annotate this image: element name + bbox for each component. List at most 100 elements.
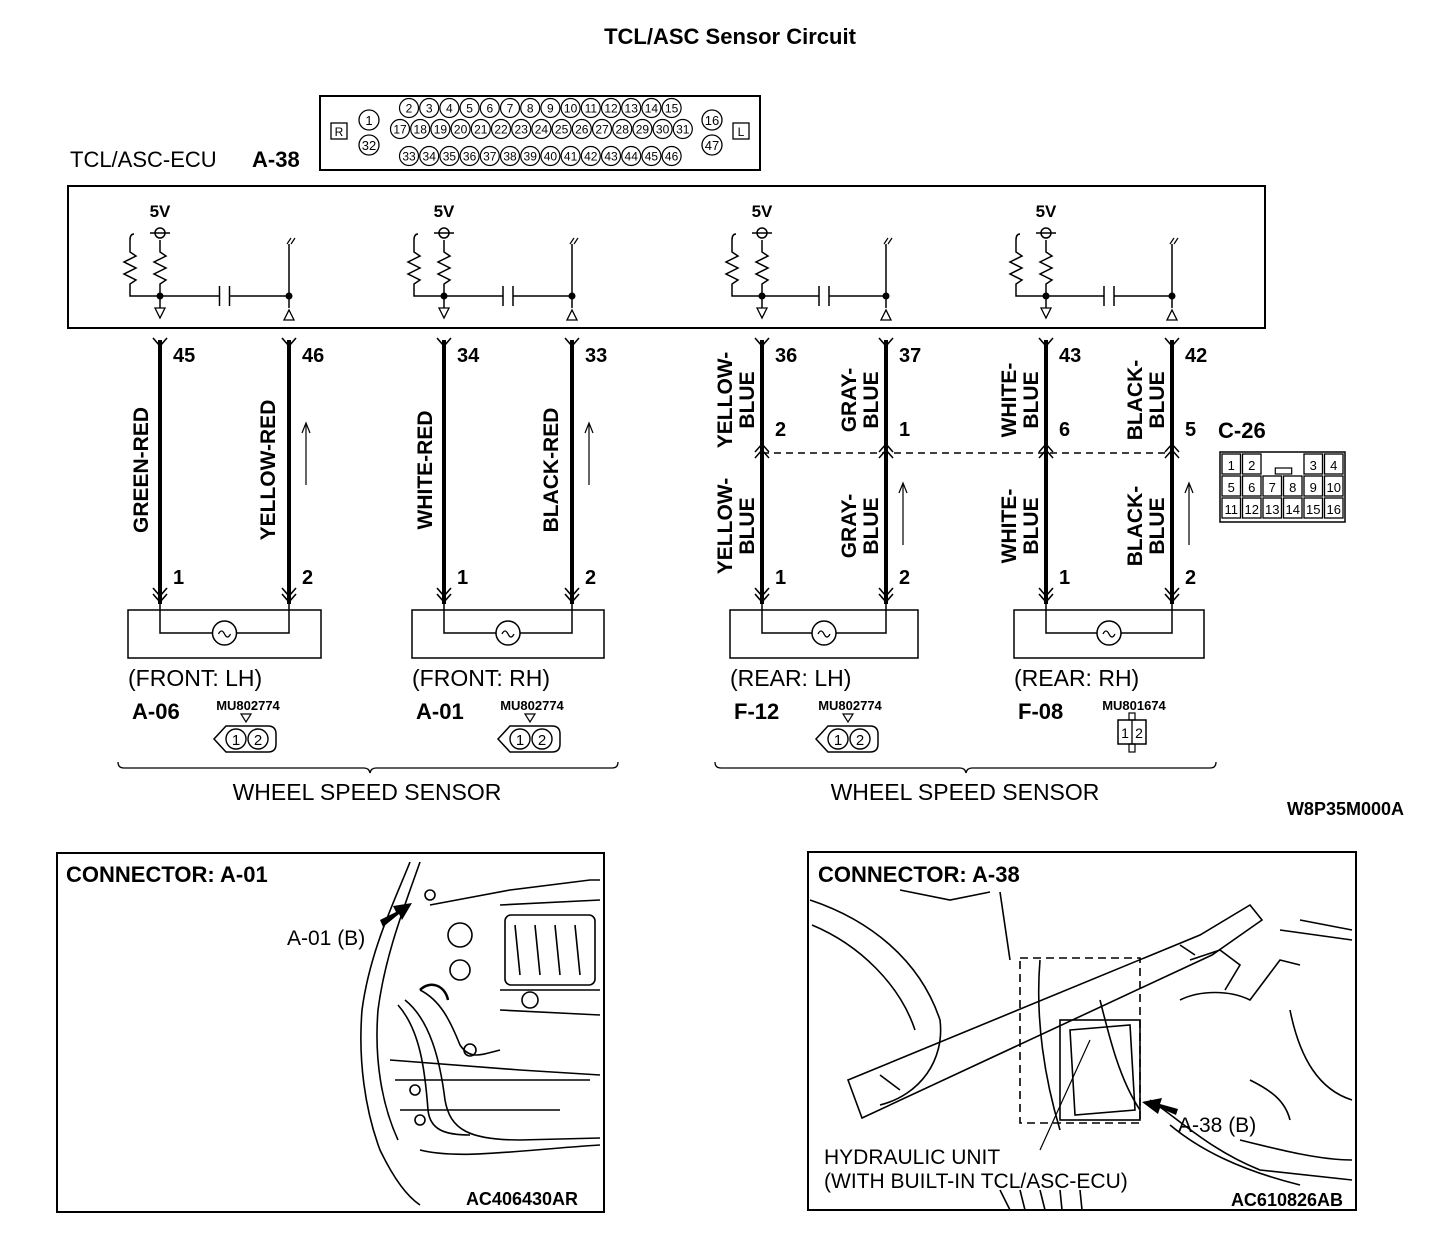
wire-color-label: BLUE <box>1146 497 1169 554</box>
junction-connector-pin-icon <box>1038 442 1054 459</box>
sensor-coil-icon <box>1096 620 1122 646</box>
ecu-pin-label: 33 <box>585 345 607 367</box>
ecu-pin-16: 16 <box>705 113 719 128</box>
wire-color-label: BLACK- <box>1124 360 1147 440</box>
ecu-pin-number: 36 <box>463 150 477 164</box>
ecu-pin-number: 39 <box>524 150 538 164</box>
sensor-coil-icon <box>211 620 238 646</box>
ecu-pin-circle <box>450 118 471 140</box>
ecu-pin-number: 46 <box>665 150 679 164</box>
ecu-pin-circle <box>600 145 622 167</box>
sensor-pin-label: 1 <box>173 567 184 589</box>
panel-left-callout: A-01 (B) <box>287 927 365 950</box>
ecu-pin-number: 15 <box>665 102 679 116</box>
connector-pin-icon <box>878 337 894 348</box>
wire-color-label: WHITE-RED <box>414 411 437 530</box>
supply-voltage-label: 5V <box>150 202 171 221</box>
ecu-pin-circle <box>398 97 420 119</box>
ecu-pin-number: 31 <box>676 123 690 137</box>
ecu-pin-number: 45 <box>645 150 659 164</box>
ecu-pin-circle <box>479 145 500 167</box>
side-r-label: R <box>335 125 344 139</box>
connector-pin-icon <box>1164 587 1180 604</box>
output-triangle-icon <box>153 307 167 320</box>
ecu-pin-circle <box>540 145 561 167</box>
ecu-pin-label: 43 <box>1059 345 1081 367</box>
wire-color-label: BLACK- <box>1124 486 1147 566</box>
joint-connector-pin: 6 <box>1248 480 1255 495</box>
ecu-pin-number: 25 <box>555 123 569 137</box>
joint-connector-pin: 9 <box>1310 480 1317 495</box>
joint-connector-pin: 1 <box>1228 458 1235 473</box>
connector-pin-number: 1 <box>1121 725 1129 741</box>
panel-left-heading: CONNECTOR: A-01 <box>66 862 268 887</box>
joint-connector-pin: 7 <box>1269 480 1276 495</box>
wire-color-label: YELLOW- <box>714 478 737 574</box>
bias-resistor-icon <box>406 233 444 297</box>
sensor-connector-id: F-12 <box>734 699 779 724</box>
connector-pin-icon <box>281 587 297 604</box>
ecu-pin-circle <box>641 145 662 167</box>
wire-color-label: BLUE <box>860 371 883 428</box>
connector-pin-icon <box>754 587 770 604</box>
ecu-pin-number: 43 <box>604 150 618 164</box>
wire-color-label: GRAY- <box>838 494 861 559</box>
wheel-speed-sensor-box <box>127 609 322 659</box>
connector-part-number: MU802774 <box>216 698 280 713</box>
bias-resistor-icon <box>724 233 762 297</box>
junction-pin-label: 2 <box>775 419 786 441</box>
input-triangle-icon <box>282 308 296 321</box>
ecu-pin-circle <box>621 145 642 167</box>
sensor-coil-icon <box>811 620 837 646</box>
supply-voltage-label: 5V <box>1036 202 1057 221</box>
ecu-pin-number: 35 <box>443 150 457 164</box>
connector-latch-icon <box>1274 467 1293 475</box>
ecu-pin-circle <box>661 145 682 167</box>
ecu-pin-number: 18 <box>414 123 428 137</box>
ecu-pin-number: 28 <box>616 123 630 137</box>
ecu-pin-circle <box>389 118 411 140</box>
ecu-pin-number: 30 <box>656 123 670 137</box>
wire-color-label: BLUE <box>1020 371 1043 428</box>
sensor-connector-id: A-06 <box>132 699 180 724</box>
sensor-pin-label: 2 <box>585 567 596 589</box>
pullup-resistor-icon <box>754 240 770 296</box>
callout-arrow-icon <box>380 903 412 927</box>
junction-connector-pin-icon <box>1164 442 1180 459</box>
connector-pin-number: 1 <box>232 732 240 749</box>
connector-part-number: MU801674 <box>1102 698 1166 713</box>
front-group-label: WHEEL SPEED SENSOR <box>233 779 502 805</box>
pullup-resistor-icon <box>152 240 168 296</box>
bias-resistor-icon <box>1008 233 1046 297</box>
ecu-pin-number: 19 <box>434 123 448 137</box>
sensor-position-label: (REAR: RH) <box>1014 665 1139 691</box>
ecu-pin-label: 34 <box>457 345 480 367</box>
connector-a01-panel: CONNECTOR: A-01 A-01 (B) <box>56 852 605 1213</box>
junction-connector-pin-icon <box>754 442 770 459</box>
ground-icon <box>1169 237 1179 245</box>
connector-pin-icon <box>1164 337 1180 348</box>
ecu-pin-label: 45 <box>173 345 195 367</box>
joint-connector-label: C-26 <box>1218 418 1266 443</box>
ecu-pin-number: 27 <box>595 123 609 137</box>
panel-right-code: AC610826AB <box>1231 1190 1343 1210</box>
ecu-pin-number: 14 <box>645 102 659 116</box>
wire-color-label: GRAY- <box>838 368 861 433</box>
ecu-pin-number: 34 <box>423 150 437 164</box>
joint-connector-pin: 3 <box>1310 458 1317 473</box>
output-triangle-icon <box>1039 307 1053 320</box>
ecu-pin-number: 11 <box>585 102 598 116</box>
rear-group-label: WHEEL SPEED SENSOR <box>831 779 1100 805</box>
joint-connector-pin: 14 <box>1286 502 1300 517</box>
ecu-pin-circle <box>499 145 521 167</box>
ecu-pin-circle <box>430 118 451 140</box>
front-sensor-bracket <box>117 761 619 774</box>
ecu-label: TCL/ASC-ECU <box>70 147 217 172</box>
connector-pin-icon <box>152 337 168 348</box>
ecu-pin-number: 42 <box>584 150 598 164</box>
diagram-title: TCL/ASC Sensor Circuit <box>604 24 856 49</box>
ecu-pin-number: 23 <box>515 123 529 137</box>
sensor-position-label: (REAR: LH) <box>730 665 851 691</box>
